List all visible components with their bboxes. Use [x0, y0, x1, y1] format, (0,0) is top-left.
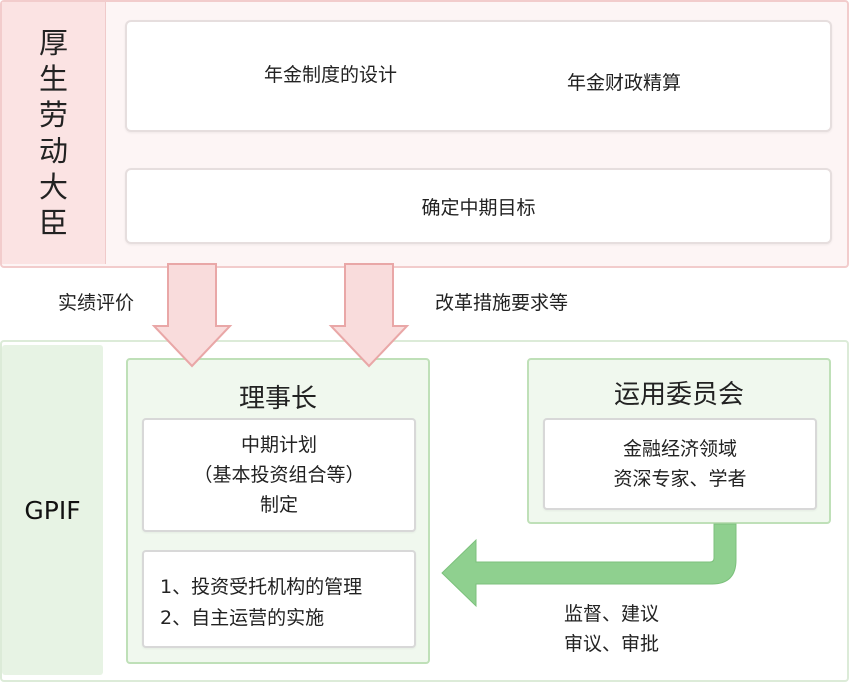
- committee-member-line1: 金融经济领域: [622, 438, 737, 460]
- reform-arrow: [328, 263, 410, 368]
- chairman-box: 理事长 中期计划 （基本投资组合等） 制定 1、投资受托机构的管理 2、自主运营…: [126, 358, 430, 664]
- mid-term-plan-box: 中期计划 （基本投资组合等） 制定: [142, 418, 416, 532]
- committee-box: 运用委员会 金融经济领域 资深专家、学者: [527, 358, 831, 524]
- committee-member-line2: 资深专家、学者: [613, 468, 747, 490]
- reform-label: 改革措施要求等: [435, 292, 569, 314]
- pension-design-box: 年金制度的设计 年金财政精算: [125, 20, 832, 132]
- duty-line2: 2、自主运营的实施: [160, 607, 325, 629]
- mid-term-plan-line2: （基本投资组合等）: [193, 464, 365, 486]
- supervision-line1: 监督、建议: [564, 603, 660, 625]
- ministry-label-char: 厚: [38, 26, 68, 60]
- evaluation-arrow: [151, 263, 233, 368]
- chairman-duties-box: 1、投资受托机构的管理 2、自主运营的实施: [142, 550, 416, 648]
- pension-design-label: 年金制度的设计: [264, 64, 398, 86]
- committee-title: 运用委员会: [613, 380, 744, 410]
- ministry-label-char: 动: [38, 134, 68, 168]
- committee-members-box: 金融经济领域 资深专家、学者: [543, 418, 817, 510]
- ministry-label-char: 臣: [38, 206, 68, 240]
- ministry-label-char: 生: [38, 62, 68, 96]
- mid-term-target-box: 确定中期目标: [125, 168, 832, 244]
- mid-term-target-label: 确定中期目标: [421, 196, 536, 219]
- supervision-line2: 审议、审批: [564, 633, 660, 655]
- pension-finance-label: 年金财政精算: [567, 72, 682, 94]
- supervision-labels: 监督、建议 审议、审批: [564, 599, 659, 659]
- ministry-label-char: 劳: [38, 98, 68, 132]
- mid-term-plan-line3: 制定: [259, 494, 298, 516]
- evaluation-label: 实绩评价: [58, 292, 135, 314]
- chairman-title: 理事长: [238, 384, 317, 414]
- ministry-label-char: 大: [38, 170, 68, 204]
- supervision-arrow: [441, 523, 737, 608]
- duty-line1: 1、投资受托机构的管理: [160, 576, 363, 598]
- mid-term-plan-line1: 中期计划: [240, 434, 317, 456]
- ministry-vertical-label: 厚生劳动大臣: [2, 2, 106, 264]
- gpif-label-box: GPIF: [2, 345, 103, 675]
- gpif-label: GPIF: [24, 495, 81, 525]
